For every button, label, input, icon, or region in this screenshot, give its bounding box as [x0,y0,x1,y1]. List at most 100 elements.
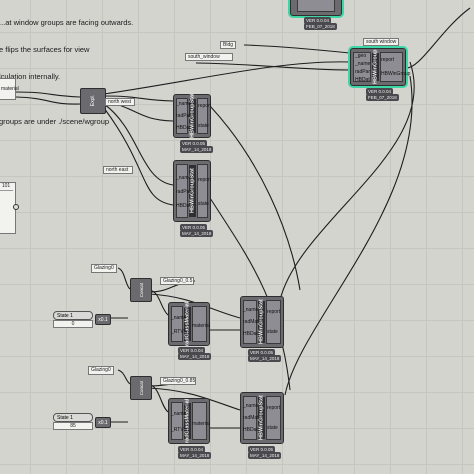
input-rtvis: _RTVis [171,329,188,335]
input-hbdat: HBDat [176,125,191,131]
wire [103,95,174,102]
wire [103,103,174,186]
hb-window-group[interactable]: HBWinGroup _geo _name radPar HBDat repor… [350,48,410,86]
note-line: ...at window groups are facing outwards. [0,18,134,27]
input-hbdat: HBDat [176,203,191,209]
output-state: state [198,201,209,207]
state-slider[interactable]: State 1 [53,413,93,422]
input-name: _name [176,101,192,107]
wgroup-label-1[interactable]: north west [105,98,135,106]
top-right-component[interactable] [290,0,342,16]
multiply-label: x0.1 [98,316,108,323]
version-label: VER 0.0.05 [248,446,276,453]
wgroup-label-2[interactable]: north east [103,166,133,174]
panel-title: 101 [0,183,13,191]
state-slider[interactable]: State 1 [53,311,93,320]
hb-window-group-state-1[interactable]: HBWinGroupStat _name radPar HBDat report… [173,94,211,138]
version-label: VER 0.0.04 [178,347,206,354]
wire [147,387,241,411]
glazing-value[interactable]: Glazing0_0.5 [160,277,194,285]
concat-component[interactable]: Concat [130,376,152,400]
input-rtvis: _RTVis [171,427,188,433]
rad-glass-material-1[interactable]: radGlassMaterial _name _RTVis material [168,302,210,346]
wire [243,44,351,54]
state-value[interactable]: 0 [53,320,93,328]
note-line: e flips the surfaces for view [0,45,90,54]
input-radpar: radPar [176,113,192,119]
date-label: MAY_14_2018 [178,353,212,360]
output-state: state [267,329,278,335]
note-line: lculation internally. [0,72,61,81]
explode-tree-label: Expl. [90,95,96,107]
output-report: report [198,103,212,109]
wire [279,61,415,301]
version-label: VER 0.0.05 [180,224,208,231]
input-name: _name [176,175,192,181]
version-label: VER 0.0.05 [248,349,276,356]
wire [117,267,131,290]
output-report: report [198,177,212,183]
input-hbdat: HBDat [355,77,370,83]
hb-window-group-state-3[interactable]: HBWinGroupStat _name radMat HBDat report… [240,296,284,348]
glazing-label[interactable]: Glazing0 [88,366,114,375]
wire [284,75,413,396]
output-state: state [198,123,209,129]
left-input-label: material [1,86,19,92]
wire [209,105,301,291]
wire [195,62,351,71]
hb-window-group-state-2[interactable]: HBWinGroupStat _name radPar HBDat report… [173,160,211,222]
input-geo: _geo [355,53,367,59]
component-title: radGlassMaterial [184,398,191,444]
rad-glass-material-2[interactable]: radGlassMaterial _name _RTVis material [168,398,210,444]
output-material: material [192,421,210,427]
output-state: state [267,425,278,431]
date-label: MAY_14_2018 [248,355,282,362]
output-report: report [267,309,281,315]
version-label: VER 0.0.05 [180,140,208,147]
multiply-label: x0.1 [98,419,108,426]
output-material: material [192,323,210,329]
date-label: MAY_14_2018 [180,230,214,237]
wire [103,107,174,206]
concat-label: Concat [138,282,144,298]
input-name: _name [243,307,259,313]
version-label: VER 0.0.04 [366,88,394,95]
note-line: groups are under ./scene/wgroup [0,117,110,126]
component-title: HBWinGroupStat [258,395,265,441]
hb-window-group-state-4[interactable]: HBWinGroupStat _name radMat HBDat report… [240,392,284,444]
explode-tree-component[interactable]: Expl. [80,88,106,114]
output-report: report [381,57,395,63]
bldg-tag[interactable]: Bldg [220,41,237,49]
multiply-component[interactable]: x0.1 [95,314,111,325]
input-radpar: radPar [355,69,371,75]
state-value[interactable]: 85 [53,422,93,430]
note-text: ...at window groups are facing outwards.… [0,0,133,144]
input-radpar: radPar [176,189,192,195]
input-name: _name [355,61,371,67]
input-radmat: radMat [243,319,259,325]
slider-label: State 1 [57,415,73,421]
left-input-panel[interactable]: material [0,78,19,100]
version-label: VER 0.0.04 [178,446,206,453]
wire [103,61,351,95]
concat-component[interactable]: Concat [130,278,152,302]
date-label: MAY_14_2018 [248,452,282,459]
input-hbdat: HBDat [243,427,258,433]
glazing-value[interactable]: Glazing0_0.85 [160,377,196,385]
input-name: _name [171,411,187,417]
panel-output-grip[interactable] [13,204,19,210]
component-title: HBWinGroupStat [258,299,265,345]
input-name: _name [171,315,187,321]
wire [15,91,81,98]
south-window-tag[interactable]: south_window [185,53,233,61]
wire [209,197,291,391]
component-label: south window [363,38,400,46]
date-label: FEB_07_2018 [304,23,337,30]
glazing-label[interactable]: Glazing0 [91,264,117,273]
multiply-component[interactable]: x0.1 [95,417,111,428]
output-hbwingroup: HBWinGroup [381,71,411,77]
concat-label: Concat [138,380,144,396]
component-title: HBWinGroup [372,49,379,85]
